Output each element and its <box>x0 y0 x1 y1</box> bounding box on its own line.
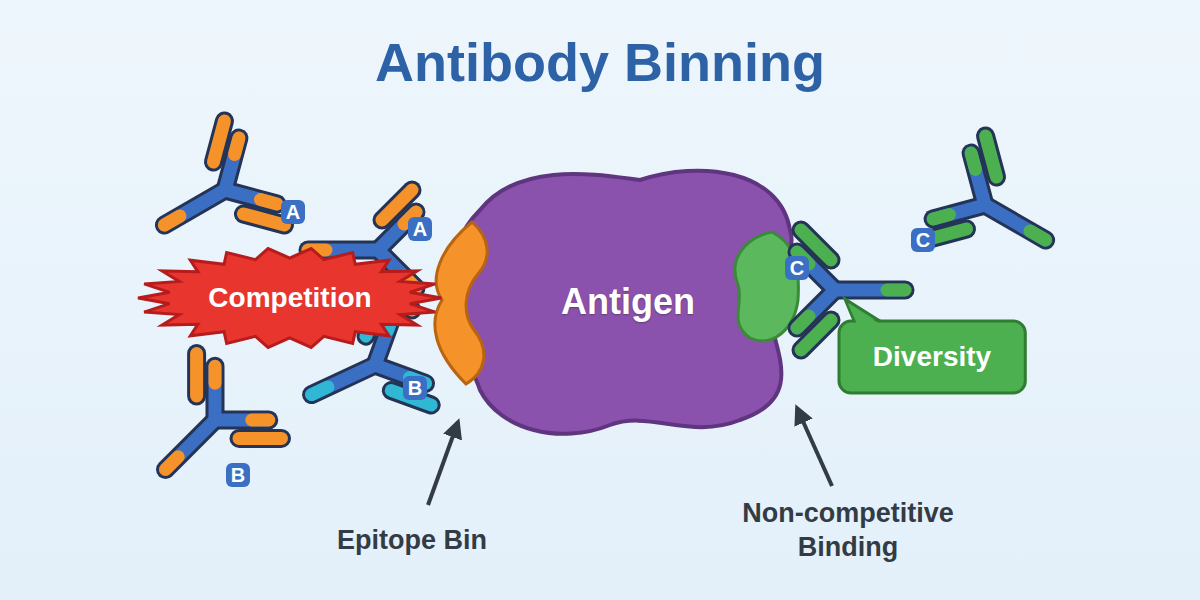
antibody-b <box>123 351 284 512</box>
diversity-callout: Diversity <box>839 321 1025 393</box>
node-text: Diversity <box>873 341 991 373</box>
title: Antibody Binning <box>375 31 825 93</box>
antibody-c <box>922 134 1076 292</box>
starburst-outline <box>138 249 441 348</box>
antibody-letter: A <box>408 217 432 241</box>
node-text: Competition <box>208 282 371 314</box>
callout-label: Non-competitive Binding <box>723 496 973 564</box>
callout-box <box>839 321 1025 393</box>
node-text: Antigen <box>561 281 695 323</box>
antibody-letter: B <box>403 376 427 400</box>
callout-tail <box>845 299 883 323</box>
antibody-letter: C <box>785 256 809 280</box>
antibody-letter: B <box>226 463 250 487</box>
pointer-arrow <box>428 422 458 505</box>
antigen-label-area: Antigen <box>541 267 715 337</box>
pointer-arrow <box>797 408 832 486</box>
callout-label: Epitope Bin <box>337 523 487 557</box>
antibody-letter: C <box>911 228 935 252</box>
antibody-letter: A <box>281 200 305 224</box>
callout-tail-fill <box>848 304 880 324</box>
epitope-orange <box>435 222 487 384</box>
competition-burst: Competition <box>138 248 441 348</box>
